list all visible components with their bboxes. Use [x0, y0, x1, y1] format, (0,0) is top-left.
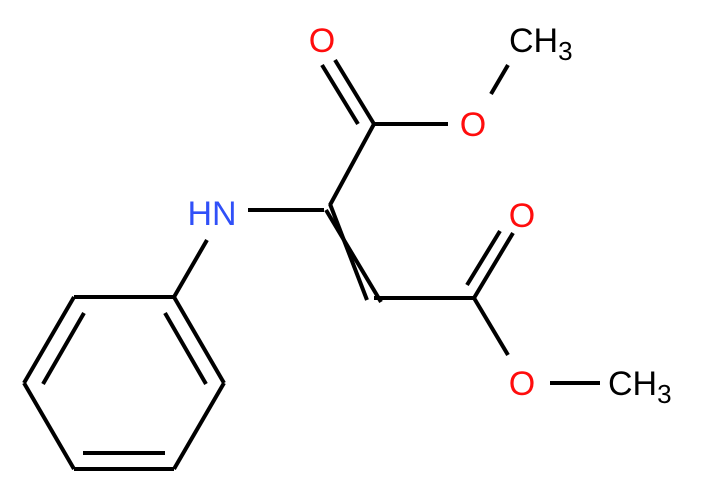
ch3-top-label: CH3	[509, 22, 573, 66]
carbonyl-double-bond	[320, 63, 360, 126]
ring-bond	[172, 381, 226, 471]
nh-label: HN	[187, 195, 236, 233]
ring-bond	[22, 381, 76, 471]
o-ester-top-label: O	[460, 106, 486, 144]
c-o-bond	[472, 296, 510, 357]
ch3-bottom-label: CH3	[608, 365, 672, 409]
carbonyl-double-bond	[333, 58, 376, 126]
carbonyl-double-bond	[472, 231, 515, 300]
carbonyl-double-bond	[465, 229, 502, 287]
o-ch3-bond	[489, 63, 510, 96]
phenyl-ring	[22, 295, 226, 471]
o-ester-bottom-label: O	[509, 365, 535, 403]
o-carbonyl-right-label: O	[509, 197, 535, 235]
o-carbonyl-top-label: O	[309, 22, 335, 60]
ring-bond	[172, 295, 226, 385]
ring-inner-double-bond	[41, 311, 86, 386]
crossed-double-bond	[328, 203, 369, 301]
ring-n-bond	[172, 238, 209, 299]
crossed-double-bond	[324, 208, 383, 304]
ring-bond	[22, 295, 76, 385]
ring-inner-double-bond	[163, 311, 208, 386]
c-c-bond	[328, 123, 376, 206]
